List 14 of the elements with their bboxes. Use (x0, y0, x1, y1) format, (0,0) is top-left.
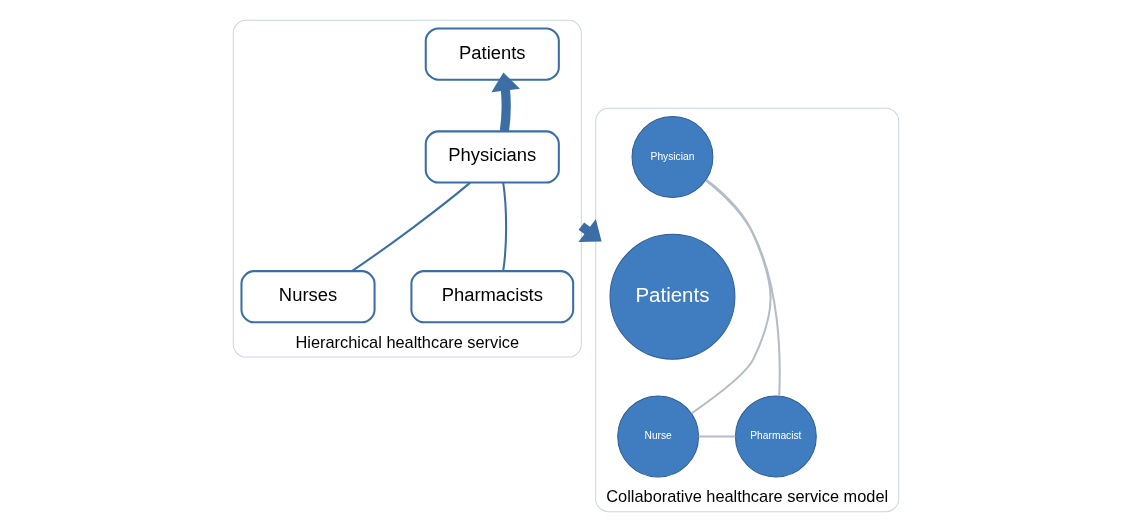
connector (690, 178, 772, 415)
node-box: Patients (424, 27, 560, 81)
connector (704, 179, 781, 397)
connector (350, 181, 471, 272)
node-box: Pharmacists (409, 270, 574, 324)
node-circle: Physician (631, 116, 713, 198)
node-circle: Pharmacist (734, 395, 817, 478)
connector (698, 435, 735, 438)
node-circle: Patients (609, 233, 735, 360)
node-circle: Nurse (616, 395, 699, 478)
connector (501, 182, 507, 271)
node-box: Nurses (239, 270, 376, 324)
arrow (491, 72, 520, 132)
node-box: Physicians (424, 130, 560, 184)
